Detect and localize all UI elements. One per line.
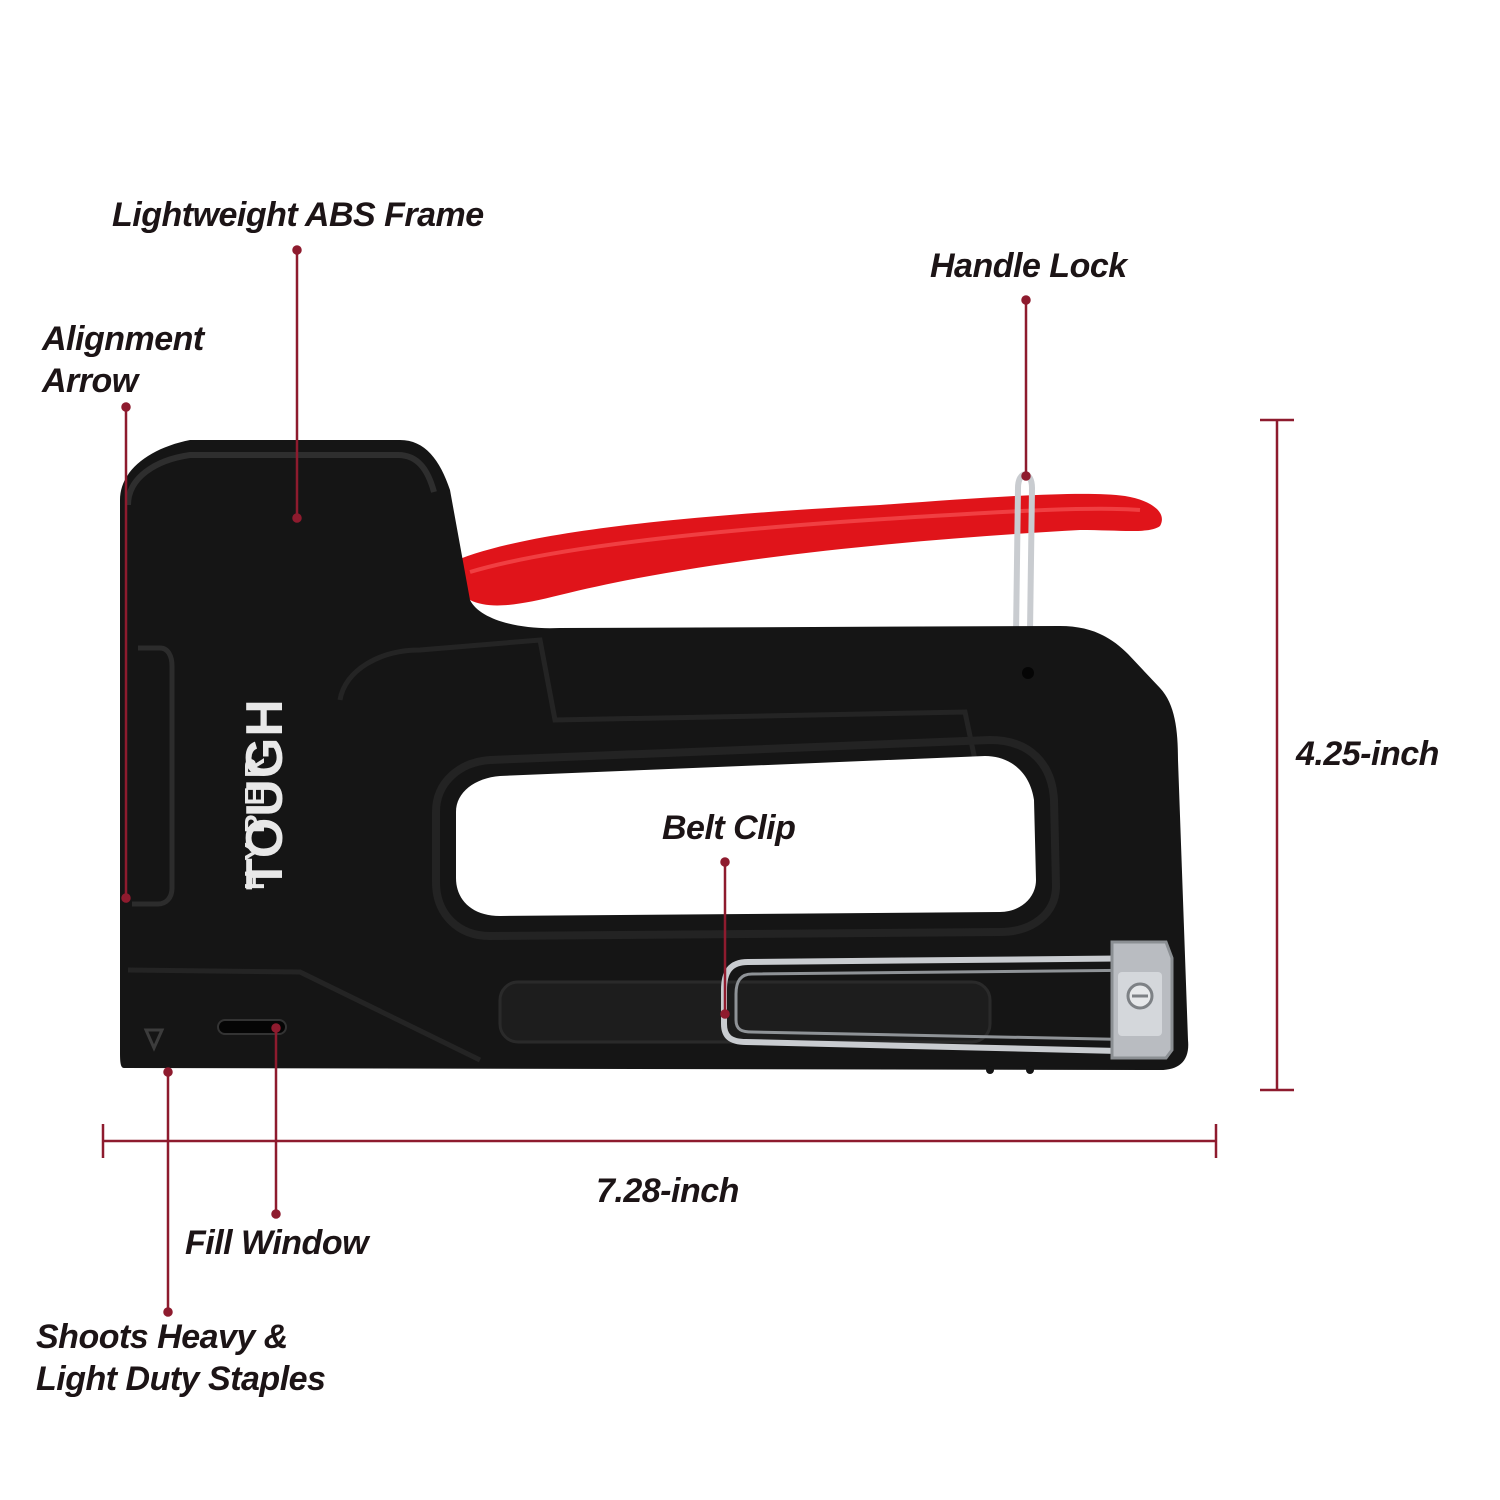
label-staples-1: Shoots Heavy & xyxy=(36,1318,288,1356)
lock-pin xyxy=(1022,667,1034,679)
alignment-end-dot xyxy=(121,893,131,903)
fill-window-dot xyxy=(271,1023,281,1033)
red-handle xyxy=(448,493,1162,606)
frame-dot xyxy=(292,245,302,255)
fill-window-end-dot xyxy=(271,1209,281,1219)
width-dimension xyxy=(101,1124,1218,1158)
stapler: HYPER TOUGH xyxy=(120,440,1189,1074)
frame-contour xyxy=(337,637,978,761)
handle-lock-end-dot xyxy=(1021,471,1031,481)
label-alignment-2: Arrow xyxy=(42,362,138,400)
label-handle-lock: Handle Lock xyxy=(930,247,1127,285)
label-fill-window: Fill Window xyxy=(185,1224,369,1262)
belt-clip-end-dot xyxy=(720,1009,730,1019)
frame-end-dot xyxy=(292,513,302,523)
label-staples-2: Light Duty Staples xyxy=(36,1360,326,1398)
label-width: 7.28-inch xyxy=(596,1172,739,1210)
staples-end-dot xyxy=(163,1307,173,1317)
brand-logo: HYPER TOUGH xyxy=(236,698,294,890)
belt-clip-wire-inner xyxy=(734,968,1161,1042)
lower-rail xyxy=(498,980,992,1044)
staples-dot xyxy=(163,1067,173,1077)
alignment-dot xyxy=(121,402,131,412)
height-dimension xyxy=(1260,418,1294,1092)
alignment-arrow-icon xyxy=(143,1028,165,1052)
belt-clip-dot xyxy=(720,857,730,867)
brand-line-1: HYPER xyxy=(239,749,270,890)
label-belt-clip: Belt Clip xyxy=(662,809,796,847)
lower-frame-contour xyxy=(127,967,482,1063)
handle-lock-dot xyxy=(1021,295,1031,305)
label-alignment-1: Alignment xyxy=(42,320,204,358)
foot-left xyxy=(986,1066,994,1074)
fill-window-slot xyxy=(217,1019,287,1035)
brand-line-2: TOUGH xyxy=(236,698,294,890)
grip-window-rim xyxy=(432,735,1061,941)
red-handle-highlight xyxy=(469,506,1141,574)
grip-window xyxy=(456,756,1036,916)
callout-lines xyxy=(121,245,1031,1317)
label-height: 4.25-inch xyxy=(1296,735,1439,773)
label-frame: Lightweight ABS Frame xyxy=(112,196,484,234)
body-bevel xyxy=(125,452,437,506)
front-panel xyxy=(132,645,175,907)
foot-right xyxy=(1026,1066,1034,1074)
